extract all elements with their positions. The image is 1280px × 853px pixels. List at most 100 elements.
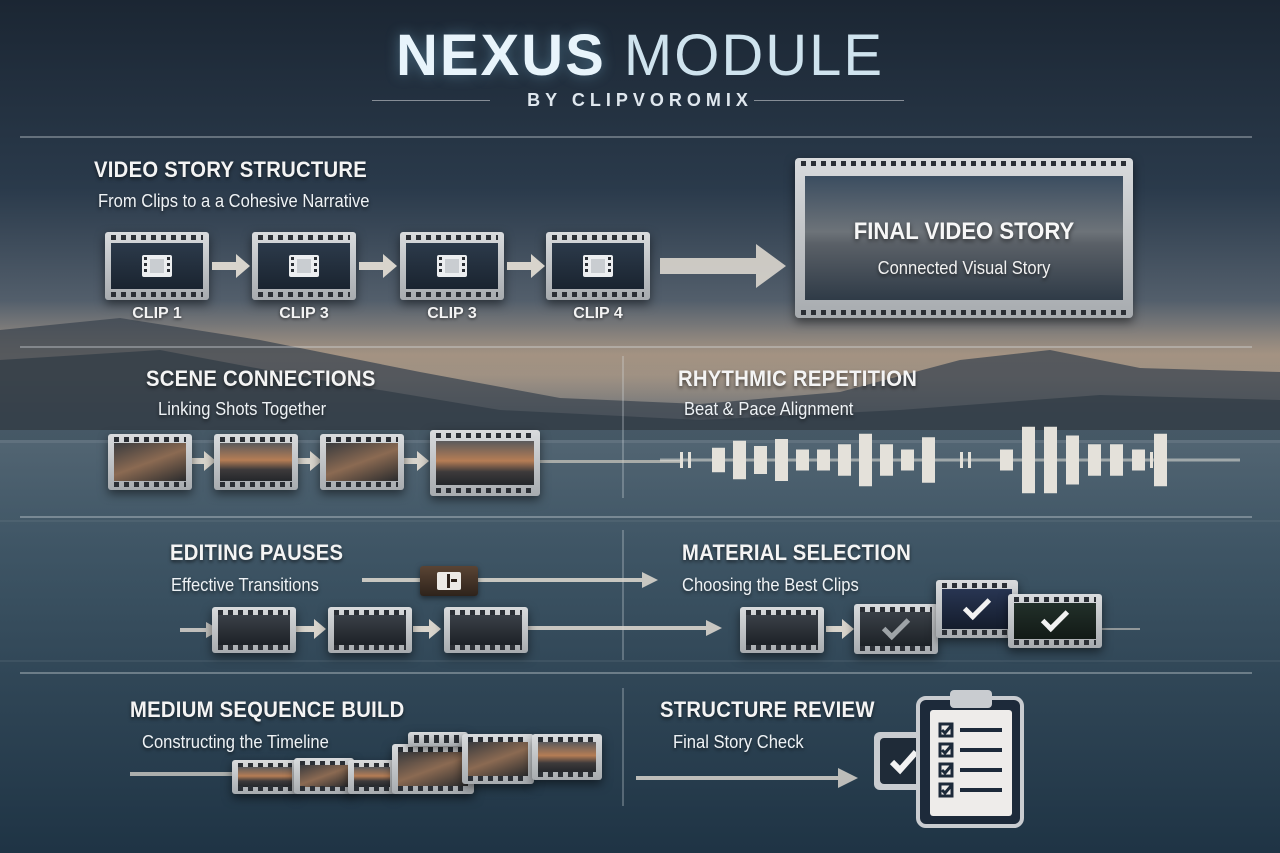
waveform-bar (1000, 449, 1013, 471)
material-clip-2 (854, 604, 938, 654)
waveform-separator (688, 452, 691, 468)
waveform-separator (960, 452, 963, 468)
scene-shot-4 (430, 430, 540, 496)
rhythmic-repetition-subtitle: Beat & Pace Alignment (684, 399, 854, 419)
scene-shot-1 (108, 434, 192, 490)
sequence-clip-stack (408, 732, 468, 746)
rhythm-waveform (660, 426, 1240, 494)
waveform-bar (880, 444, 893, 476)
divider-top (20, 136, 1252, 138)
arrow-pause-top (362, 572, 658, 588)
check-icon (962, 591, 992, 621)
title-light: MODULE (623, 23, 885, 88)
arrow-to-final (660, 244, 786, 288)
page-title: NEXUS MODULE (0, 22, 1280, 89)
arrow-pause-1-2 (296, 619, 326, 639)
arrow-select-1-2 (826, 619, 854, 639)
divider-vertical-1 (622, 356, 624, 498)
waveform-baseline (660, 458, 1240, 462)
waveform-bar (796, 449, 809, 471)
waveform-separator (968, 452, 971, 468)
arrow-review-in (636, 768, 858, 788)
waveform-bar (1154, 433, 1167, 487)
waveform-separator (680, 452, 683, 468)
waveform-bar (901, 449, 914, 471)
page-subtitle: BY CLIPVOROMIX (527, 90, 753, 110)
material-selection-title: MATERIAL SELECTION (682, 540, 912, 565)
editing-pauses-subtitle: Effective Transitions (171, 575, 319, 595)
waveform-bar (712, 447, 725, 473)
sequence-clip-3 (348, 760, 396, 794)
sequence-clip-6 (532, 734, 602, 780)
film-icon (142, 255, 172, 277)
arrow-clip-2-3 (359, 254, 397, 278)
waveform-separator (1150, 452, 1153, 468)
waveform-bar (1088, 444, 1101, 476)
waveform-bar (1110, 444, 1123, 476)
arrow-clip-1-2 (212, 254, 250, 278)
waveform-bar (859, 433, 872, 487)
structure-review-title: STRUCTURE REVIEW (660, 697, 875, 722)
waveform-bar (1044, 426, 1057, 494)
waveform-bar (775, 439, 788, 481)
waveform-bar (733, 440, 746, 480)
scene-timeline-line (540, 460, 680, 463)
arrow-sequence-in (130, 766, 256, 782)
scene-shot-3 (320, 434, 404, 490)
scene-connections-subtitle: Linking Shots Together (158, 399, 327, 419)
checklist-clipboard-icon (874, 690, 1024, 828)
scene-shot-2 (214, 434, 298, 490)
arrow-scene-1-2 (192, 451, 216, 471)
scene-connections-title: SCENE CONNECTIONS (146, 366, 376, 391)
clip-frame-2 (252, 232, 356, 300)
title-bold: NEXUS (395, 23, 606, 88)
material-clip-3 (936, 580, 1018, 638)
waveform-bar (754, 446, 767, 474)
clip-frame-4 (546, 232, 650, 300)
arrow-pause-out (528, 620, 722, 636)
divider-row-3 (20, 672, 1252, 674)
clip-label-2: CLIP 3 (279, 305, 329, 322)
final-video-title: FINAL VIDEO STORY (853, 218, 1075, 245)
clip-label-1: CLIP 1 (132, 305, 182, 322)
clip-frame-3 (400, 232, 504, 300)
pause-clip-3 (444, 607, 528, 653)
subtitle-rule-left (372, 100, 490, 101)
waveform-bar (1022, 426, 1035, 494)
divider-row-1 (20, 346, 1252, 348)
clip-label-4: CLIP 4 (573, 305, 623, 322)
waveform-bar (1132, 449, 1145, 471)
sequence-clip-2 (294, 758, 354, 794)
pause-transition-marker (420, 566, 478, 596)
structure-review-subtitle: Final Story Check (673, 732, 804, 752)
sequence-clip-1 (232, 760, 298, 794)
waveform-bar (838, 444, 851, 476)
video-story-subtitle: From Clips to a a Cohesive Narrative (98, 191, 370, 211)
waveform-bar (817, 449, 830, 471)
film-icon (289, 255, 319, 277)
waveform-bar (922, 437, 935, 483)
material-clip-1 (740, 607, 824, 653)
arrow-clip-3-4 (507, 254, 545, 278)
material-clip-4 (1008, 594, 1102, 648)
editing-pauses-title: EDITING PAUSES (170, 540, 344, 565)
divider-vertical-3 (622, 688, 624, 806)
arrow-scene-3-4 (403, 451, 429, 471)
pause-clip-1 (212, 607, 296, 653)
video-story-title: VIDEO STORY STRUCTURE (94, 157, 368, 182)
material-selection-subtitle: Choosing the Best Clips (682, 575, 859, 595)
split-icon (437, 572, 461, 590)
arrow-pause-left (180, 622, 220, 638)
waveform-bar (1066, 435, 1079, 485)
divider-row-2 (20, 516, 1252, 518)
sequence-clip-4 (392, 744, 474, 794)
film-icon (437, 255, 467, 277)
medium-sequence-subtitle: Constructing the Timeline (142, 732, 329, 752)
medium-sequence-title: MEDIUM SEQUENCE BUILD (130, 697, 405, 722)
pause-clip-2 (328, 607, 412, 653)
check-icon (1040, 603, 1070, 633)
clip-label-3: CLIP 3 (427, 305, 477, 322)
sequence-clip-5 (462, 734, 534, 784)
